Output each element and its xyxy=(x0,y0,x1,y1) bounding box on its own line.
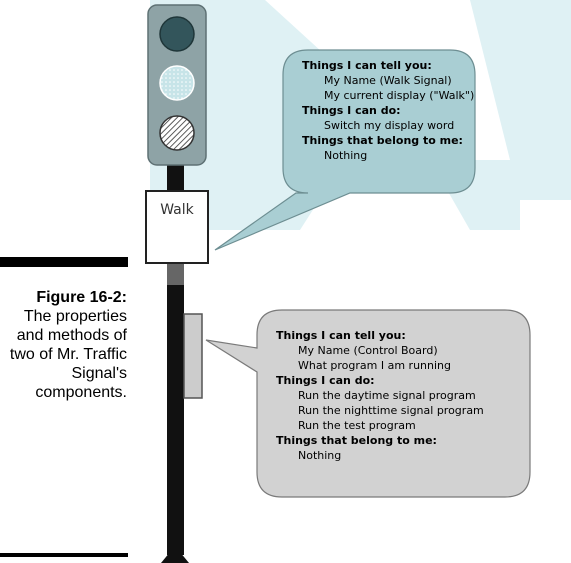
control-tell-item: My Name (Control Board) xyxy=(298,344,438,357)
figure-caption-text: The properties and methods of two of Mr.… xyxy=(9,308,127,401)
walk-tell-item: My current display ("Walk") xyxy=(324,89,475,102)
pole-collar xyxy=(167,263,184,285)
walk-sign-text: Walk xyxy=(160,202,194,218)
control-board-box xyxy=(183,313,203,399)
walk-heading-belong: Things that belong to me: xyxy=(302,134,463,147)
control-heading-tell: Things I can tell you: xyxy=(276,329,406,342)
walk-belong-item: Nothing xyxy=(324,149,368,162)
control-tell-item: What program I am running xyxy=(298,359,451,372)
control-bubble-text: Things I can tell you: My Name (Control … xyxy=(276,328,484,463)
walk-heading-do: Things I can do: xyxy=(302,104,401,117)
caption-top-rule xyxy=(0,257,128,267)
walk-sign-box xyxy=(145,190,209,264)
background-shape xyxy=(150,0,571,230)
control-do-item: Run the daytime signal program xyxy=(298,389,476,402)
control-belong-item: Nothing xyxy=(298,449,342,462)
caption-bottom-rule xyxy=(0,553,128,557)
control-heading-belong: Things that belong to me: xyxy=(276,434,437,447)
control-bubble xyxy=(205,309,531,498)
top-lamp xyxy=(159,16,195,52)
bottom-lamp xyxy=(159,115,195,151)
walk-tell-item: My Name (Walk Signal) xyxy=(324,74,452,87)
control-heading-do: Things I can do: xyxy=(276,374,375,387)
middle-lamp xyxy=(159,65,195,101)
figure-label: Figure 16-2: xyxy=(36,289,127,306)
walk-bubble xyxy=(214,49,476,251)
walk-heading-tell: Things I can tell you: xyxy=(302,59,432,72)
pole-base xyxy=(161,546,189,563)
control-do-item: Run the nighttime signal program xyxy=(298,404,484,417)
walk-do-item: Switch my display word xyxy=(324,119,455,132)
control-do-item: Run the test program xyxy=(298,419,416,432)
walk-bubble-text: Things I can tell you: My Name (Walk Sig… xyxy=(302,58,474,163)
figure-caption: Figure 16-2: The properties and methods … xyxy=(0,288,127,402)
traffic-signal-housing xyxy=(147,4,207,166)
